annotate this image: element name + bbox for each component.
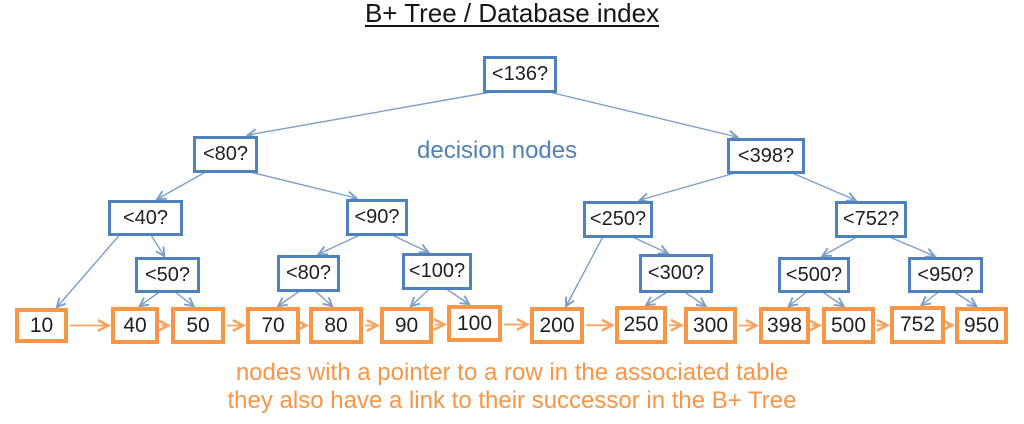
leaf-node-l398: 398: [759, 307, 810, 344]
leaf-node-l70: 70: [246, 307, 300, 344]
leaf-node-l80: 80: [309, 307, 363, 344]
tree-edge-q90-q80b: [316, 234, 361, 256]
tree-edge-q950-l950: [954, 291, 979, 308]
decision-node-q500: <500?: [778, 257, 850, 293]
decision-node-q136: <136?: [483, 56, 557, 93]
tree-edge-q80b-l70: [276, 290, 301, 308]
tree-edge-q80-q90: [249, 171, 359, 202]
leaf-node-l300: 300: [684, 307, 737, 344]
tree-edge-q250-q300: [632, 236, 670, 255]
tree-edge-q80-q40: [155, 171, 206, 201]
leaf-node-l500: 500: [822, 307, 875, 344]
leaf-node-l950: 950: [955, 307, 1008, 344]
decision-node-q50: <50?: [135, 257, 200, 293]
tree-edge-q300-l300: [684, 291, 708, 308]
decision-node-q80: <80?: [193, 136, 258, 173]
tree-edge-q100-l90: [409, 288, 430, 308]
decision-node-q398: <398?: [727, 138, 805, 174]
page-title-text: B+ Tree / Database index: [364, 0, 660, 28]
decision-node-q80b: <80?: [277, 255, 340, 292]
page-title: B+ Tree / Database index: [0, 0, 1024, 26]
leaf-node-l752: 752: [890, 306, 945, 344]
decision-node-q90: <90?: [346, 199, 408, 236]
tree-edge-q300-l250: [644, 291, 668, 307]
decision-nodes-label: decision nodes: [417, 137, 578, 164]
tree-edge-q500-l500: [822, 291, 846, 308]
tree-edge-q752-q950: [889, 236, 937, 258]
leaf-node-l200: 200: [530, 307, 584, 344]
tree-edge-q100-l100: [445, 288, 471, 306]
tree-edge-q80b-l80: [314, 290, 334, 308]
decision-node-q950: <950?: [908, 257, 983, 293]
tree-edge-q752-q500: [820, 236, 858, 258]
leaf-node-l50: 50: [171, 307, 225, 344]
leaf-node-l90: 90: [380, 307, 433, 344]
tree-edge-q136-q398: [548, 91, 740, 141]
decision-node-q40: <40?: [108, 200, 183, 236]
leaf-note-line2: they also have a link to their successor…: [227, 387, 797, 414]
tree-edge-q50-l40: [137, 291, 160, 308]
tree-edge-q398-q752: [791, 172, 858, 202]
leaf-node-l100: 100: [447, 305, 502, 342]
tree-edge-q250-l200: [565, 236, 604, 309]
leaf-node-l250: 250: [615, 306, 667, 344]
leaf-node-l10: 10: [15, 308, 68, 343]
tree-edge-q950-l752: [919, 291, 939, 307]
tree-edge-q50-l50: [174, 291, 196, 308]
tree-edge-q40-q50: [150, 234, 166, 258]
tree-edge-q136-q80: [245, 91, 492, 139]
decision-node-q250: <250?: [583, 201, 653, 238]
tree-edge-q90-q100: [391, 234, 431, 254]
tree-edge-q500-l398: [787, 291, 808, 308]
decision-node-q300: <300?: [639, 254, 713, 293]
tree-edge-q40-l10: [55, 234, 121, 309]
decision-node-q100: <100?: [402, 253, 472, 290]
leaf-note: nodes with a pointer to a row in the ass…: [0, 359, 1024, 415]
tree-edge-q398-q250: [637, 172, 736, 203]
leaf-node-l40: 40: [111, 307, 159, 344]
leaf-note-line1: nodes with a pointer to a row in the ass…: [235, 359, 789, 386]
decision-node-q752: <752?: [835, 201, 907, 238]
